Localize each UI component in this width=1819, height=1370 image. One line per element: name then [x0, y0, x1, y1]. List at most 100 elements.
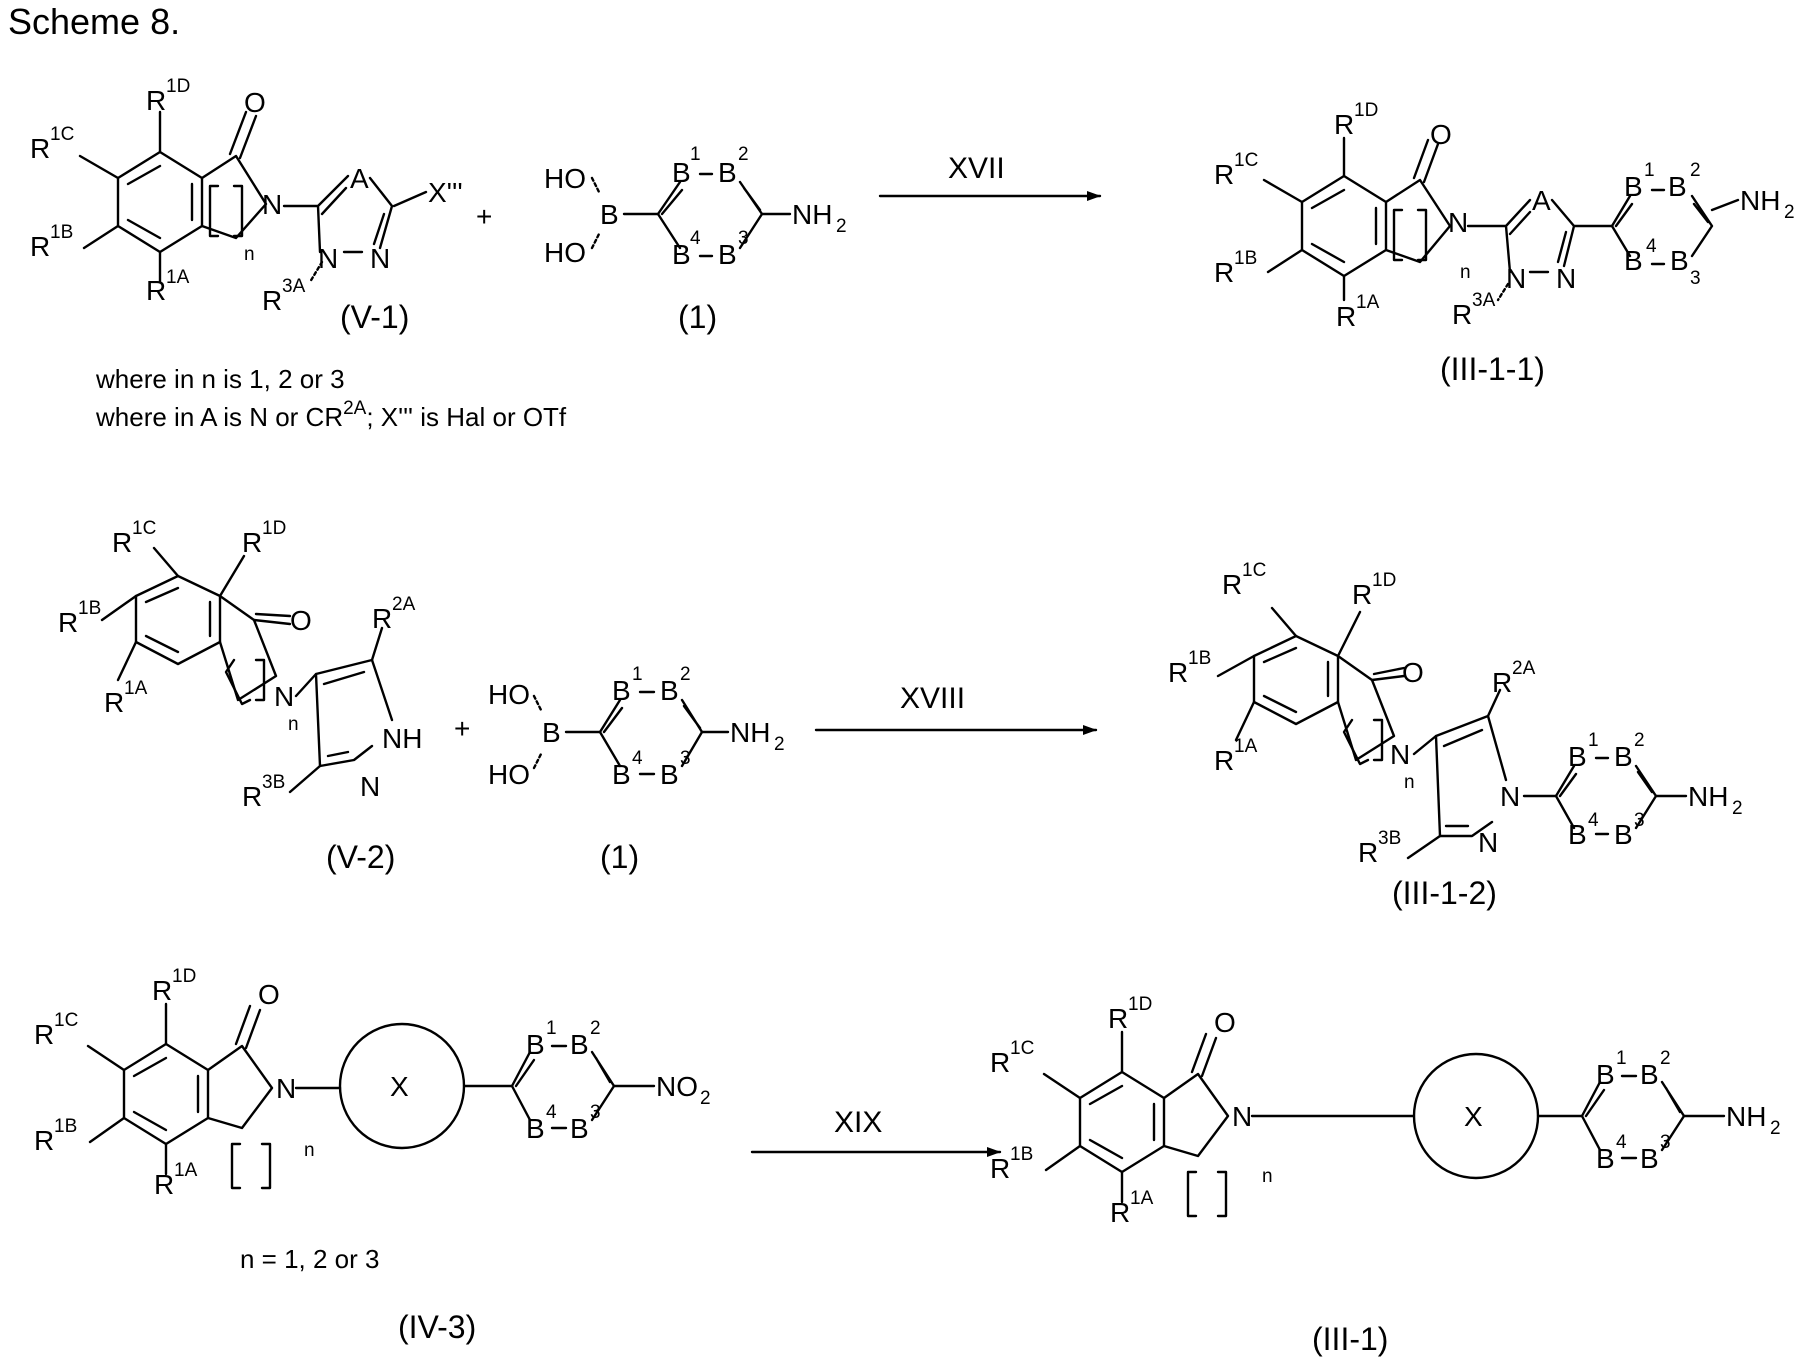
- p2-ring-b1: B: [1568, 741, 1587, 772]
- compound-label-iii-1: (III-1): [1312, 1321, 1388, 1357]
- iv3-ring-b1: B: [526, 1029, 545, 1060]
- nh2-sub: 2: [836, 216, 847, 237]
- ring-b1-sup: 1: [690, 144, 701, 165]
- compound-label-1-a: (1): [678, 299, 717, 335]
- v2-n: n: [288, 714, 299, 735]
- product-iii-1-1: R 1D R 1C R 1B R 1A O N n A N N R 3A B 1…: [1214, 100, 1795, 387]
- ring2-b4: B: [612, 759, 631, 790]
- p1-r1a: R: [1336, 301, 1356, 332]
- p2-ring-b3: B: [1614, 819, 1633, 850]
- iv3-r1b: R: [34, 1125, 54, 1156]
- p1-nitrogen: N: [1448, 207, 1468, 238]
- p1-r1c-sup: 1C: [1234, 150, 1258, 171]
- iv3-no2: NO: [656, 1071, 698, 1102]
- r3a-label: R: [262, 285, 282, 316]
- p2-ring-b4-sup: 4: [1588, 810, 1599, 831]
- p1-a: A: [1532, 185, 1551, 216]
- p1-n2: N: [1556, 263, 1576, 294]
- iv3-r1d-sup: 1D: [172, 966, 196, 987]
- p3-nh2: NH: [1726, 1101, 1766, 1132]
- ring2-b3: B: [660, 759, 679, 790]
- iv3-r1a: R: [154, 1169, 174, 1200]
- p3-ring-b4-sup: 4: [1616, 1132, 1627, 1153]
- v2-nh: NH: [382, 723, 422, 754]
- v2-r2a-sup: 2A: [392, 594, 416, 615]
- iv3-r1b-sup: 1B: [54, 1116, 77, 1137]
- p2-r3b: R: [1358, 837, 1378, 868]
- p1-ring-b4: B: [1624, 245, 1643, 276]
- p1-ring-b3: B: [1670, 245, 1689, 276]
- p1-nh2: NH: [1740, 185, 1780, 216]
- p1-r3a-sup: 3A: [1472, 290, 1496, 311]
- p2-r1a-sup: 1A: [1234, 736, 1258, 757]
- p1-ring-b4-sup: 4: [1646, 236, 1657, 257]
- p3-ring-x: X: [1464, 1101, 1483, 1132]
- iv3-ring-b3-sup: 3: [590, 1102, 601, 1123]
- ho-label-2: HO: [544, 237, 586, 268]
- p3-oxygen: O: [1214, 1007, 1236, 1038]
- p3-n: n: [1262, 1166, 1273, 1187]
- p1-r1d-sup: 1D: [1354, 100, 1378, 121]
- ring2-b1-sup: 1: [632, 664, 643, 685]
- compound-label-1-b: (1): [600, 839, 639, 875]
- iv3-ring-b2-sup: 2: [590, 1018, 601, 1039]
- ring2-b2-sup: 2: [680, 664, 691, 685]
- compound-label-v-2: (V-2): [326, 839, 395, 875]
- p3-r1a-sup: 1A: [1130, 1188, 1154, 1209]
- v2-r1b: R: [58, 607, 78, 638]
- product-iii-1-2: R 1C R 1D R 1B R 1A O N n R 2A N N R 3B …: [1168, 560, 1743, 911]
- ring-b2-sup: 2: [738, 144, 749, 165]
- ho-label-3: HO: [488, 679, 530, 710]
- reaction-arrow-1: XVII: [880, 152, 1100, 196]
- iv3-r1d: R: [152, 975, 172, 1006]
- p1-r1d: R: [1334, 109, 1354, 140]
- v2-r2a: R: [372, 603, 392, 634]
- iv3-ring-b4: B: [526, 1113, 545, 1144]
- p2-nitrogen: N: [1390, 739, 1410, 770]
- v2-r3b-sup: 3B: [262, 772, 285, 793]
- p3-ring-b3: B: [1640, 1143, 1659, 1174]
- ho-label-1: HO: [544, 163, 586, 194]
- p2-nh2-sub: 2: [1732, 798, 1743, 819]
- reagent-label-1: XVII: [948, 152, 1005, 185]
- p2-r1b: R: [1168, 657, 1188, 688]
- a-label: A: [350, 163, 369, 194]
- p1-ring-b1: B: [1624, 171, 1643, 202]
- iv3-nitrogen: N: [276, 1073, 296, 1104]
- p2-r3b-sup: 3B: [1378, 828, 1401, 849]
- boron-label: B: [600, 199, 619, 230]
- ring-b1: B: [672, 157, 691, 188]
- p1-ring-b2: B: [1668, 171, 1687, 202]
- iv3-n: n: [304, 1140, 315, 1161]
- iv3-oxygen: O: [258, 979, 280, 1010]
- p2-n2: N: [1478, 827, 1498, 858]
- compound-1-a: HO HO B B 1 B 2 B 3 B 4 NH 2 (1): [544, 144, 847, 335]
- plus-sign-1: +: [476, 201, 492, 232]
- nh2-sub-2: 2: [774, 734, 785, 755]
- nitrogen-label: N: [262, 189, 282, 220]
- iv3-r1c: R: [34, 1019, 54, 1050]
- ring2-b1: B: [612, 675, 631, 706]
- x-leaving-group: X''': [428, 177, 463, 208]
- p3-ring-b3-sup: 3: [1660, 1132, 1671, 1153]
- iv3-r1a-sup: 1A: [174, 1160, 198, 1181]
- scheme-title: Scheme 8.: [8, 1, 180, 42]
- nh2-label: NH: [792, 199, 832, 230]
- p2-ring-b4: B: [1568, 819, 1587, 850]
- p2-r1a: R: [1214, 745, 1234, 776]
- nh2-label-2: NH: [730, 717, 770, 748]
- ring2-b4-sup: 4: [632, 748, 643, 769]
- v2-r1d: R: [242, 527, 262, 558]
- iv3-ring-b2: B: [570, 1029, 589, 1060]
- p2-ring-b2-sup: 2: [1634, 730, 1645, 751]
- p1-n: n: [1460, 262, 1471, 283]
- compound-label-iii-1-2: (III-1-2): [1392, 875, 1497, 911]
- p3-r1d: R: [1108, 1003, 1128, 1034]
- p2-r1b-sup: 1B: [1188, 648, 1211, 669]
- p2-ring-b3-sup: 3: [1634, 810, 1645, 831]
- compound-v-2: R 1C R 1D R 1B R 1A O N n R 2A NH N R 3B…: [58, 518, 422, 875]
- ring-b2: B: [718, 157, 737, 188]
- p1-oxygen: O: [1430, 119, 1452, 150]
- p3-nitrogen: N: [1232, 1101, 1252, 1132]
- boron-label-2: B: [542, 717, 561, 748]
